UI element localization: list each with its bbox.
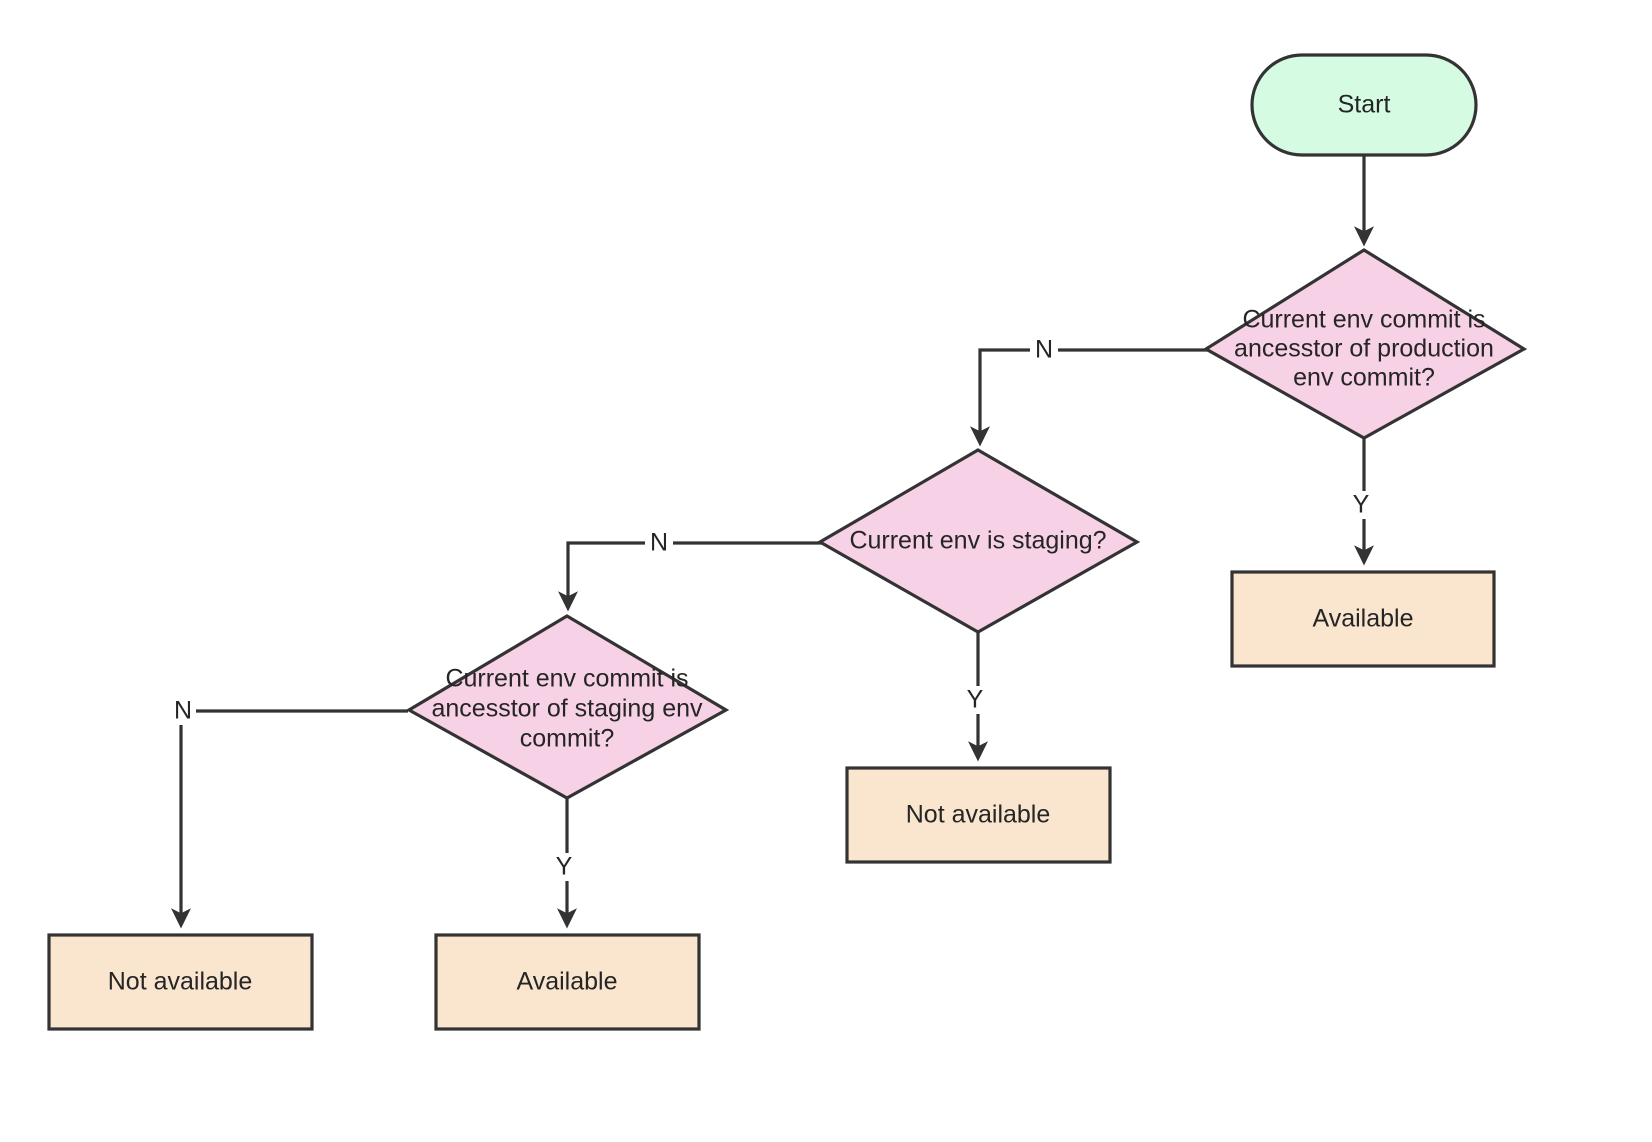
edge-label-production-no: N bbox=[1035, 336, 1053, 364]
edge-ancestor-no-to-not-available: N bbox=[168, 697, 408, 929]
decision-production-label-line2: ancesstor of production bbox=[1234, 335, 1494, 363]
edge-line bbox=[171, 709, 408, 929]
edge-label-staging-env-no: N bbox=[650, 529, 668, 557]
edge-label-backdrop bbox=[1348, 491, 1374, 519]
decision-staging-ancestor-label-line1: Current env commit is bbox=[445, 665, 688, 693]
result-available-production-label: Available bbox=[1312, 605, 1413, 633]
node-result-not-available-staging[interactable]: Not available bbox=[845, 766, 1112, 864]
edge-label-ancestor-no: N bbox=[174, 697, 192, 725]
node-decision-production[interactable]: Current env commit is ancesstor of produ… bbox=[1202, 248, 1528, 440]
edge-label-backdrop bbox=[168, 697, 196, 725]
decision-production-label-line1: Current env commit is bbox=[1242, 306, 1485, 334]
node-decision-staging-ancestor[interactable]: Current env commit is ancesstor of stagi… bbox=[405, 614, 730, 800]
node-result-not-available-final[interactable]: Not available bbox=[47, 933, 314, 1031]
start-label: Start bbox=[1338, 91, 1391, 119]
edge-label-production-yes: Y bbox=[1353, 491, 1370, 519]
node-result-available-staging[interactable]: Available bbox=[434, 933, 701, 1031]
result-not-available-final-shape bbox=[47, 933, 314, 1031]
decision-staging-env-label: Current env is staging? bbox=[849, 527, 1106, 555]
edge-label-backdrop bbox=[551, 853, 577, 881]
edge-production-yes-to-available: Y bbox=[1348, 437, 1374, 566]
result-not-available-final-label: Not available bbox=[108, 968, 253, 996]
decision-staging-env-shape bbox=[816, 448, 1141, 634]
edge-label-backdrop bbox=[962, 686, 988, 714]
decision-production-label-line3: env commit? bbox=[1293, 364, 1435, 392]
result-not-available-staging-shape bbox=[845, 766, 1112, 864]
decision-staging-ancestor-shape bbox=[405, 614, 730, 800]
result-available-staging-label: Available bbox=[516, 968, 617, 996]
node-result-available-production[interactable]: Available bbox=[1230, 570, 1496, 668]
edge-staging-env-yes-to-not-available: Y bbox=[962, 631, 988, 762]
node-start[interactable]: Start bbox=[1250, 53, 1478, 157]
edge-label-backdrop bbox=[1030, 336, 1058, 364]
edge-label-staging-env-yes: Y bbox=[967, 686, 984, 714]
decision-staging-ancestor-label-line2: ancesstor of staging env bbox=[432, 695, 703, 723]
result-available-staging-shape bbox=[434, 933, 701, 1031]
decision-staging-ancestor-label-line3: commit? bbox=[520, 725, 614, 753]
edge-label-ancestor-yes: Y bbox=[556, 853, 573, 881]
edge-ancestor-yes-to-available: Y bbox=[551, 797, 577, 929]
edge-label-backdrop bbox=[645, 529, 673, 557]
node-decision-staging-env[interactable]: Current env is staging? bbox=[816, 448, 1141, 634]
decision-production-shape bbox=[1202, 248, 1528, 440]
start-shape bbox=[1250, 53, 1478, 157]
result-not-available-staging-label: Not available bbox=[906, 801, 1051, 829]
result-available-production-shape bbox=[1230, 570, 1496, 668]
